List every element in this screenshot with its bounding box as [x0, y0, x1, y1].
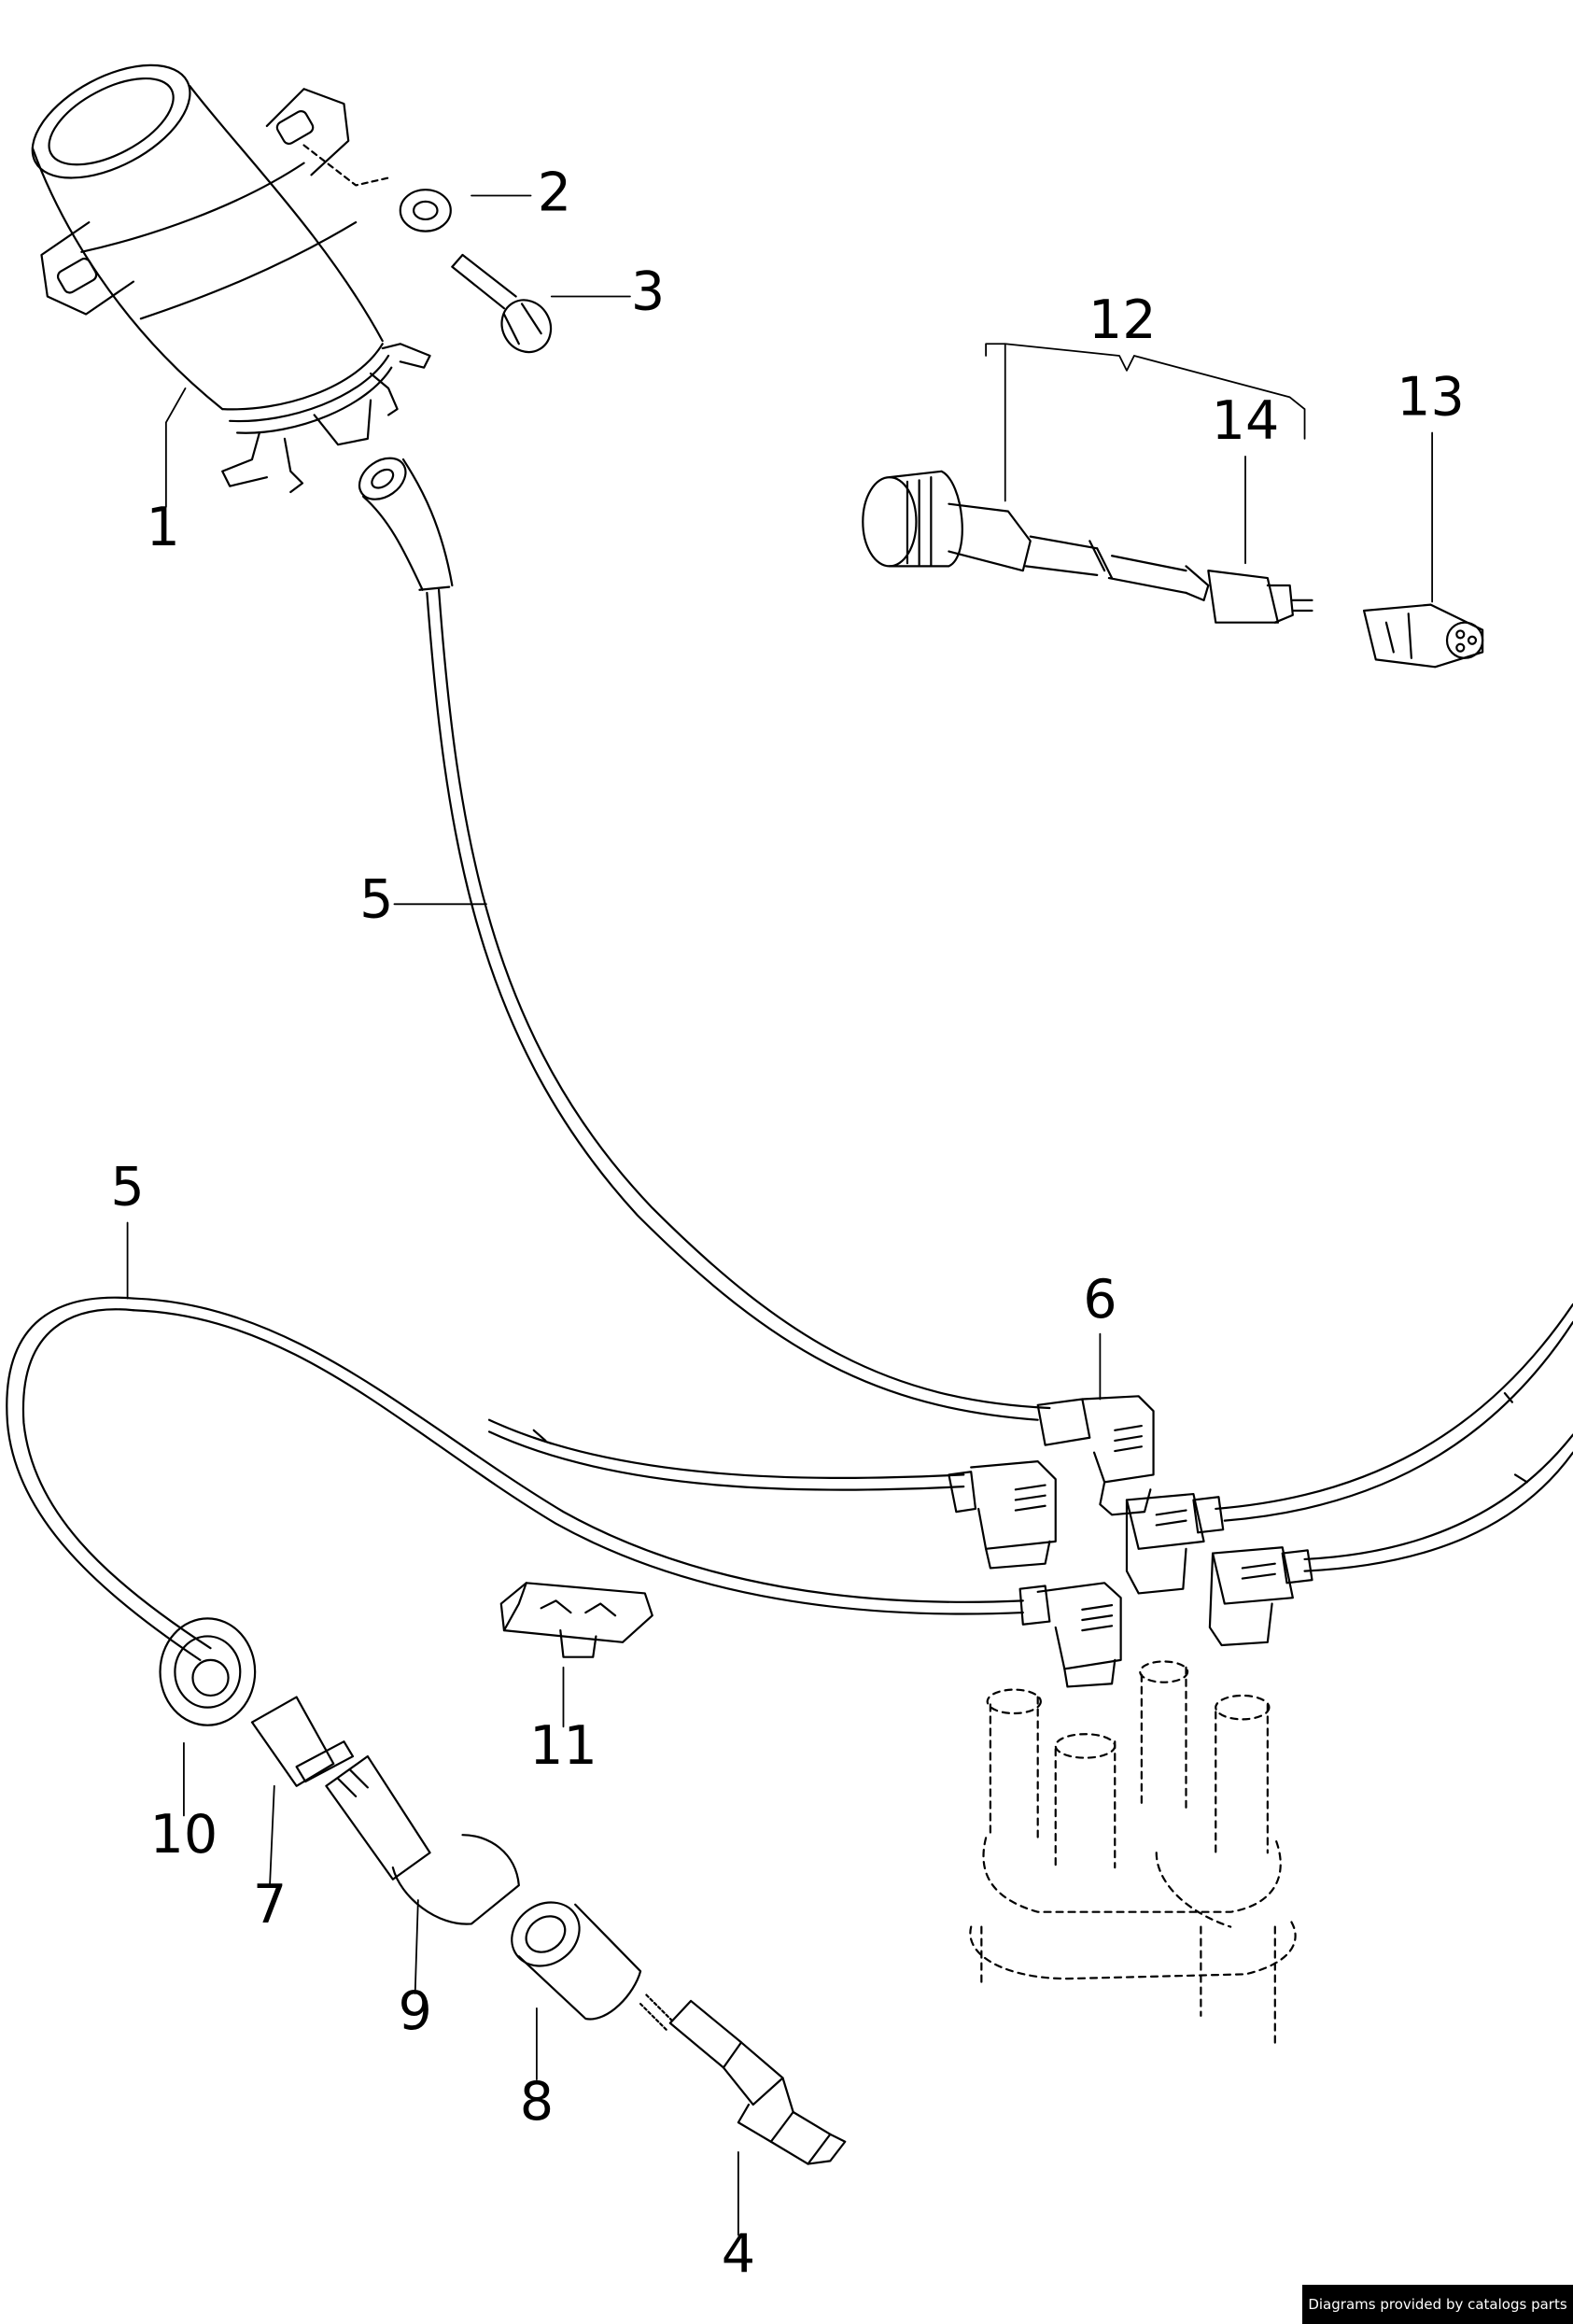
ht-lead-coil — [427, 593, 1037, 1420]
label-14: 14 — [1212, 390, 1280, 452]
plug-connector — [1038, 1396, 1154, 1514]
label-13: 13 — [1397, 366, 1465, 428]
plug-connector — [948, 1461, 1055, 1568]
spark-plug — [640, 1995, 845, 2164]
label-5-upper: 5 — [359, 869, 393, 931]
ignition-coil — [14, 42, 429, 492]
label-3: 3 — [631, 261, 665, 323]
grommet — [161, 1618, 256, 1725]
label-9: 9 — [398, 1980, 431, 2042]
connector-sleeve — [499, 1890, 640, 2020]
plug-connector — [1020, 1583, 1121, 1686]
plug-lead-connector — [252, 1697, 353, 1786]
ht-lead-plug — [7, 1298, 200, 1660]
label-5-lower: 5 — [110, 1157, 144, 1218]
label-4: 4 — [722, 2223, 755, 2285]
credit-badge: Diagrams provided by catalogs parts — [1302, 2285, 1573, 2324]
plug-connector — [1127, 1494, 1223, 1593]
probe-lead — [863, 472, 1312, 623]
leader-lines — [128, 196, 1433, 2235]
distributor-cap — [970, 1661, 1295, 2045]
plug-connector — [1210, 1547, 1313, 1645]
bolt — [452, 255, 560, 361]
suppressor-boot — [326, 1756, 518, 1924]
label-11: 11 — [529, 1715, 597, 1777]
label-6: 6 — [1083, 1269, 1117, 1331]
label-2: 2 — [538, 162, 571, 223]
label-10: 10 — [150, 1804, 218, 1866]
plug-adapter — [1364, 605, 1482, 668]
label-1: 1 — [147, 497, 180, 558]
washer — [400, 190, 451, 231]
lead-clip — [501, 1583, 653, 1656]
label-8: 8 — [520, 2071, 554, 2133]
label-12: 12 — [1088, 289, 1157, 351]
label-7: 7 — [253, 1874, 287, 1936]
leader-dash — [304, 146, 389, 186]
coil-lead-boot — [352, 450, 453, 590]
part-labels: 1 2 3 12 14 13 5 5 6 11 10 7 9 8 4 — [110, 162, 1465, 2285]
